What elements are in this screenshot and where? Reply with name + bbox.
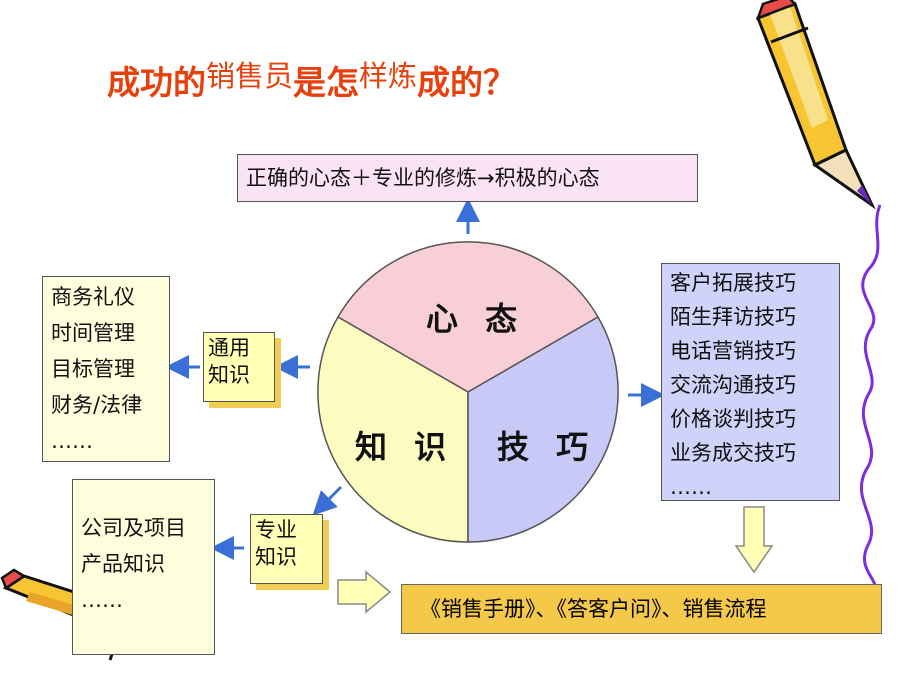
slide-title: 成功的 销售员 是怎 样炼 成的？ [107, 59, 517, 102]
list-item: …… [670, 475, 712, 499]
pencil-icon-top-right [755, 0, 876, 210]
tag-professional-knowledge: 专业 知识 [250, 514, 323, 584]
tag-general-knowledge: 通用 知识 [203, 332, 275, 402]
wheel-label-knowledge: 知 识 [355, 428, 455, 466]
list-item: 客户拓展技巧 [670, 271, 796, 295]
block-arrow-right [337, 570, 392, 614]
wheel-sector-skills [467, 315, 619, 543]
list-item: 产品知识 [81, 552, 165, 576]
list-item: 目标管理 [51, 357, 135, 381]
list-item: 时间管理 [51, 321, 135, 345]
list-item: 财务/法律 [51, 393, 143, 417]
list-item: 交流沟通技巧 [670, 373, 796, 397]
list-item: …… [81, 588, 123, 612]
list-item: 商务礼仪 [51, 285, 135, 309]
block-arrow-down [734, 506, 774, 574]
wheel-sector-knowledge [317, 315, 469, 543]
general-knowledge-list: 商务礼仪 时间管理 目标管理 财务/法律 …… [42, 276, 170, 462]
wheel-label-skills: 技 巧 [497, 428, 597, 466]
skills-list: 客户拓展技巧 陌生拜访技巧 电话营销技巧 交流沟通技巧 价格谈判技巧 业务成交技… [661, 263, 840, 501]
mindset-formula-box: 正确的心态＋专业的修炼→积极的心态 [237, 154, 698, 202]
arrow-to-tag-professional [312, 485, 343, 516]
wheel-label-mindset: 心 态 [426, 300, 526, 338]
decorative-squiggle [859, 204, 882, 586]
list-item: …… [51, 429, 93, 453]
core-wheel [317, 241, 619, 543]
sales-materials-banner: 《销售手册》、《答客户问》、销售流程 [401, 584, 882, 634]
list-item: 陌生拜访技巧 [670, 305, 796, 329]
list-item: 价格谈判技巧 [670, 407, 796, 431]
list-item: 电话营销技巧 [670, 339, 796, 363]
list-item: 公司及项目 [81, 516, 186, 540]
list-item: 业务成交技巧 [670, 441, 796, 465]
professional-knowledge-list: 公司及项目 产品知识 …… [72, 479, 215, 655]
